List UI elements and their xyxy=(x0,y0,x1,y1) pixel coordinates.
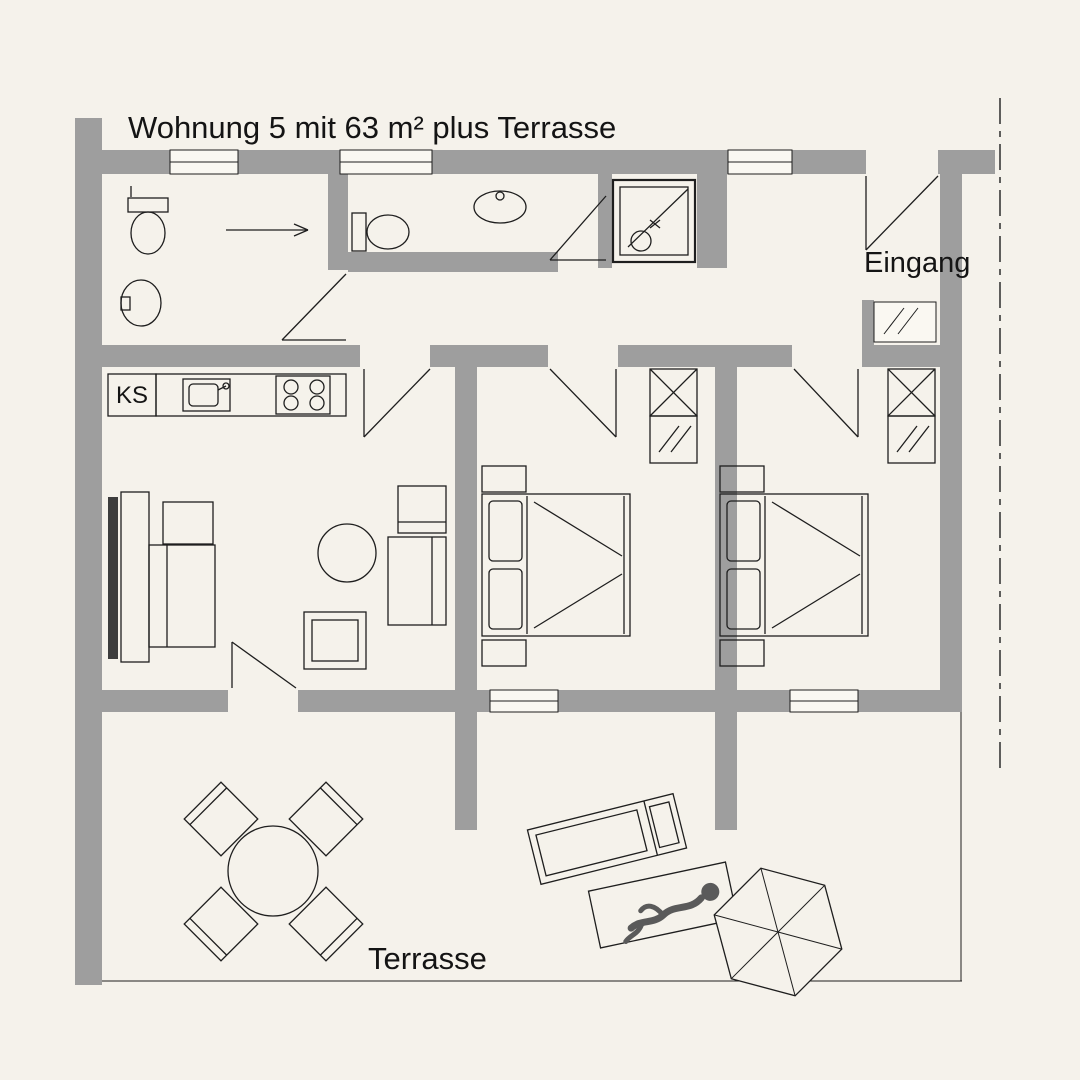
kitchen-sink xyxy=(182,378,231,412)
terrace-chair-se xyxy=(288,886,364,962)
shower xyxy=(611,178,697,264)
kitchen-counter xyxy=(155,373,347,417)
wall-living-bedroom1 xyxy=(455,367,477,690)
window-bottom-1 xyxy=(489,689,559,713)
window-hall xyxy=(873,301,937,343)
living-room-furniture xyxy=(108,485,447,670)
side-table xyxy=(162,501,214,545)
window-top-2 xyxy=(339,149,433,175)
terrace-label: Terrasse xyxy=(368,941,487,976)
nightstand xyxy=(719,639,765,667)
outer-walls xyxy=(75,118,995,985)
nightstand xyxy=(481,639,527,667)
bathroom-2-fixtures xyxy=(351,178,697,264)
sofa-chaise xyxy=(120,491,150,663)
entrance-label: Eingang xyxy=(864,247,970,279)
bed-pillow xyxy=(488,500,523,562)
direction-arrow xyxy=(226,223,309,237)
door-bathroom-1 xyxy=(281,273,347,341)
wall-right xyxy=(940,174,962,712)
mat-with-person xyxy=(587,861,739,949)
interior-walls xyxy=(102,174,940,830)
sink-2 xyxy=(473,190,527,224)
wall-left xyxy=(75,118,102,985)
fridge-label: KS xyxy=(116,382,148,409)
sink-1 xyxy=(120,279,162,327)
doors xyxy=(231,175,939,689)
bed-pillow xyxy=(726,568,761,630)
toilet-1 xyxy=(127,186,169,255)
bed-pillow xyxy=(726,500,761,562)
person-figure xyxy=(623,882,720,945)
nightstand xyxy=(481,465,527,493)
window-top-1 xyxy=(169,149,239,175)
window-bottom-2 xyxy=(789,689,859,713)
door-bedroom-1 xyxy=(549,368,617,438)
window-top-3 xyxy=(727,149,793,175)
coffee-table xyxy=(317,523,377,583)
terrace-boundary xyxy=(102,712,962,982)
kitchen xyxy=(107,373,347,417)
toilet-2 xyxy=(351,212,410,252)
armchair xyxy=(397,485,447,534)
nightstand xyxy=(719,465,765,493)
wardrobe-1 xyxy=(649,368,698,464)
terrace-chair-sw xyxy=(183,886,259,962)
terrace-furniture xyxy=(183,781,843,997)
bathroom-1-fixtures xyxy=(120,186,309,327)
wardrobe-2 xyxy=(887,368,936,464)
bed-pillow xyxy=(488,568,523,630)
sofa-right xyxy=(387,536,447,626)
bedroom-2-furniture xyxy=(719,368,936,667)
bed-2 xyxy=(719,493,869,637)
terrace-divider-2 xyxy=(715,712,737,830)
terrace-chair-ne xyxy=(288,781,364,857)
tv-board xyxy=(108,497,118,659)
door-living-room xyxy=(363,368,431,438)
door-terrace xyxy=(231,641,297,689)
terrace-table xyxy=(227,825,319,917)
door-bathroom-2 xyxy=(549,195,607,261)
stove xyxy=(275,375,331,415)
wall-bedroom1-bedroom2 xyxy=(715,367,737,690)
door-entrance xyxy=(865,175,939,251)
plan-title: Wohnung 5 mit 63 m² plus Terrasse xyxy=(128,110,616,145)
beach-mat xyxy=(587,861,739,949)
terrace-chair-nw xyxy=(183,781,259,857)
parasol xyxy=(713,867,843,997)
sun-lounger xyxy=(526,792,688,886)
ottoman xyxy=(303,611,367,670)
bedroom-1-furniture xyxy=(481,368,698,667)
terrace-divider-1 xyxy=(455,712,477,830)
sofa xyxy=(148,544,216,648)
windows xyxy=(169,149,937,713)
door-bedroom-2 xyxy=(793,368,859,438)
bed-1 xyxy=(481,493,631,637)
